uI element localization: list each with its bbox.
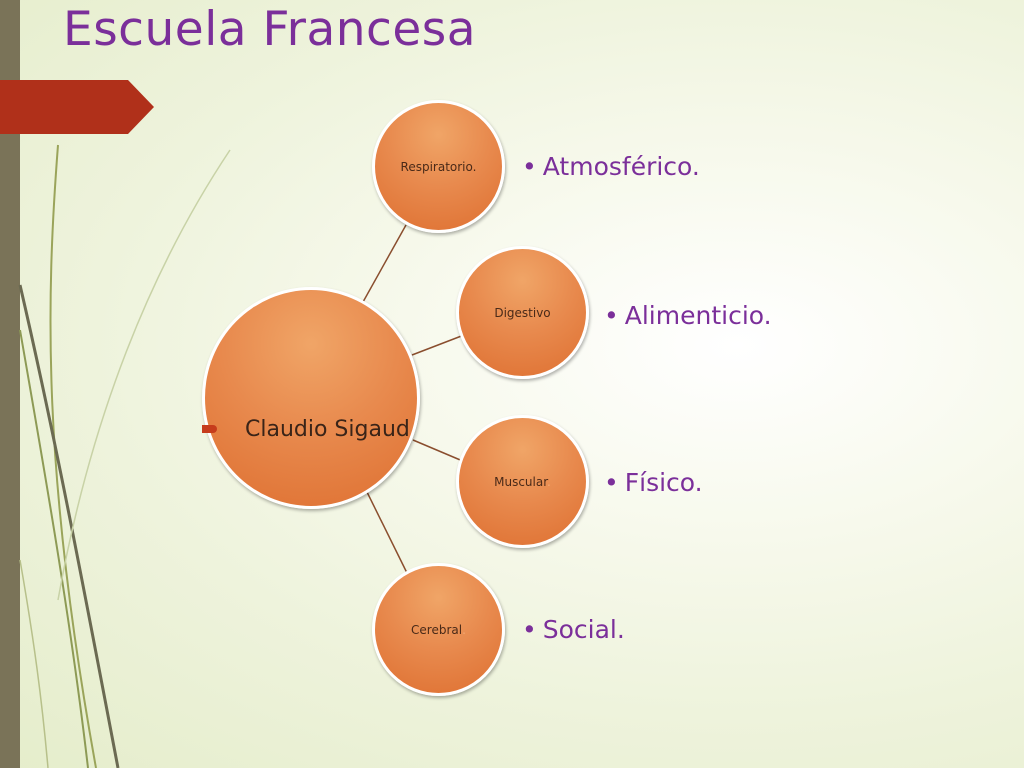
branch-node-muscular: Muscular. [456, 415, 589, 548]
bullet-dot-icon: • [522, 615, 537, 644]
decorative-lines [18, 144, 231, 768]
branch-node-cerebral: Cerebral. [372, 563, 505, 696]
branch-node-label: Respiratorio. [400, 159, 477, 174]
outcome-label: Atmosférico. [542, 152, 700, 181]
outcome-label: Alimenticio. [624, 301, 772, 330]
bullet-dot-icon: • [522, 152, 537, 181]
branch-node-respiratorio: Respiratorio. [372, 100, 505, 233]
branch-node-digestivo: Digestivo [456, 246, 589, 379]
arrow-bullet-icon [202, 425, 217, 433]
outcome-item-alimenticio: •Alimenticio. [604, 301, 772, 330]
branch-node-label: Muscular. [494, 474, 551, 489]
bullet-dot-icon: • [604, 301, 619, 330]
outcome-item-atmosferico: •Atmosférico. [522, 152, 700, 181]
accent-arrow-shape [0, 80, 154, 134]
outcome-label: Social. [542, 615, 625, 644]
center-node [202, 287, 420, 509]
left-vertical-bar [0, 0, 20, 768]
branch-node-label: Cerebral. [411, 622, 466, 637]
center-node-label: Claudio Sigaud [245, 417, 410, 442]
bullet-dot-icon: • [604, 468, 619, 497]
branch-node-label: Digestivo [494, 305, 551, 320]
outcome-item-fisico: •Físico. [604, 468, 703, 497]
outcome-item-social: •Social. [522, 615, 625, 644]
slide-title: Escuela Francesa [63, 2, 477, 57]
outcome-label: Físico. [624, 468, 703, 497]
